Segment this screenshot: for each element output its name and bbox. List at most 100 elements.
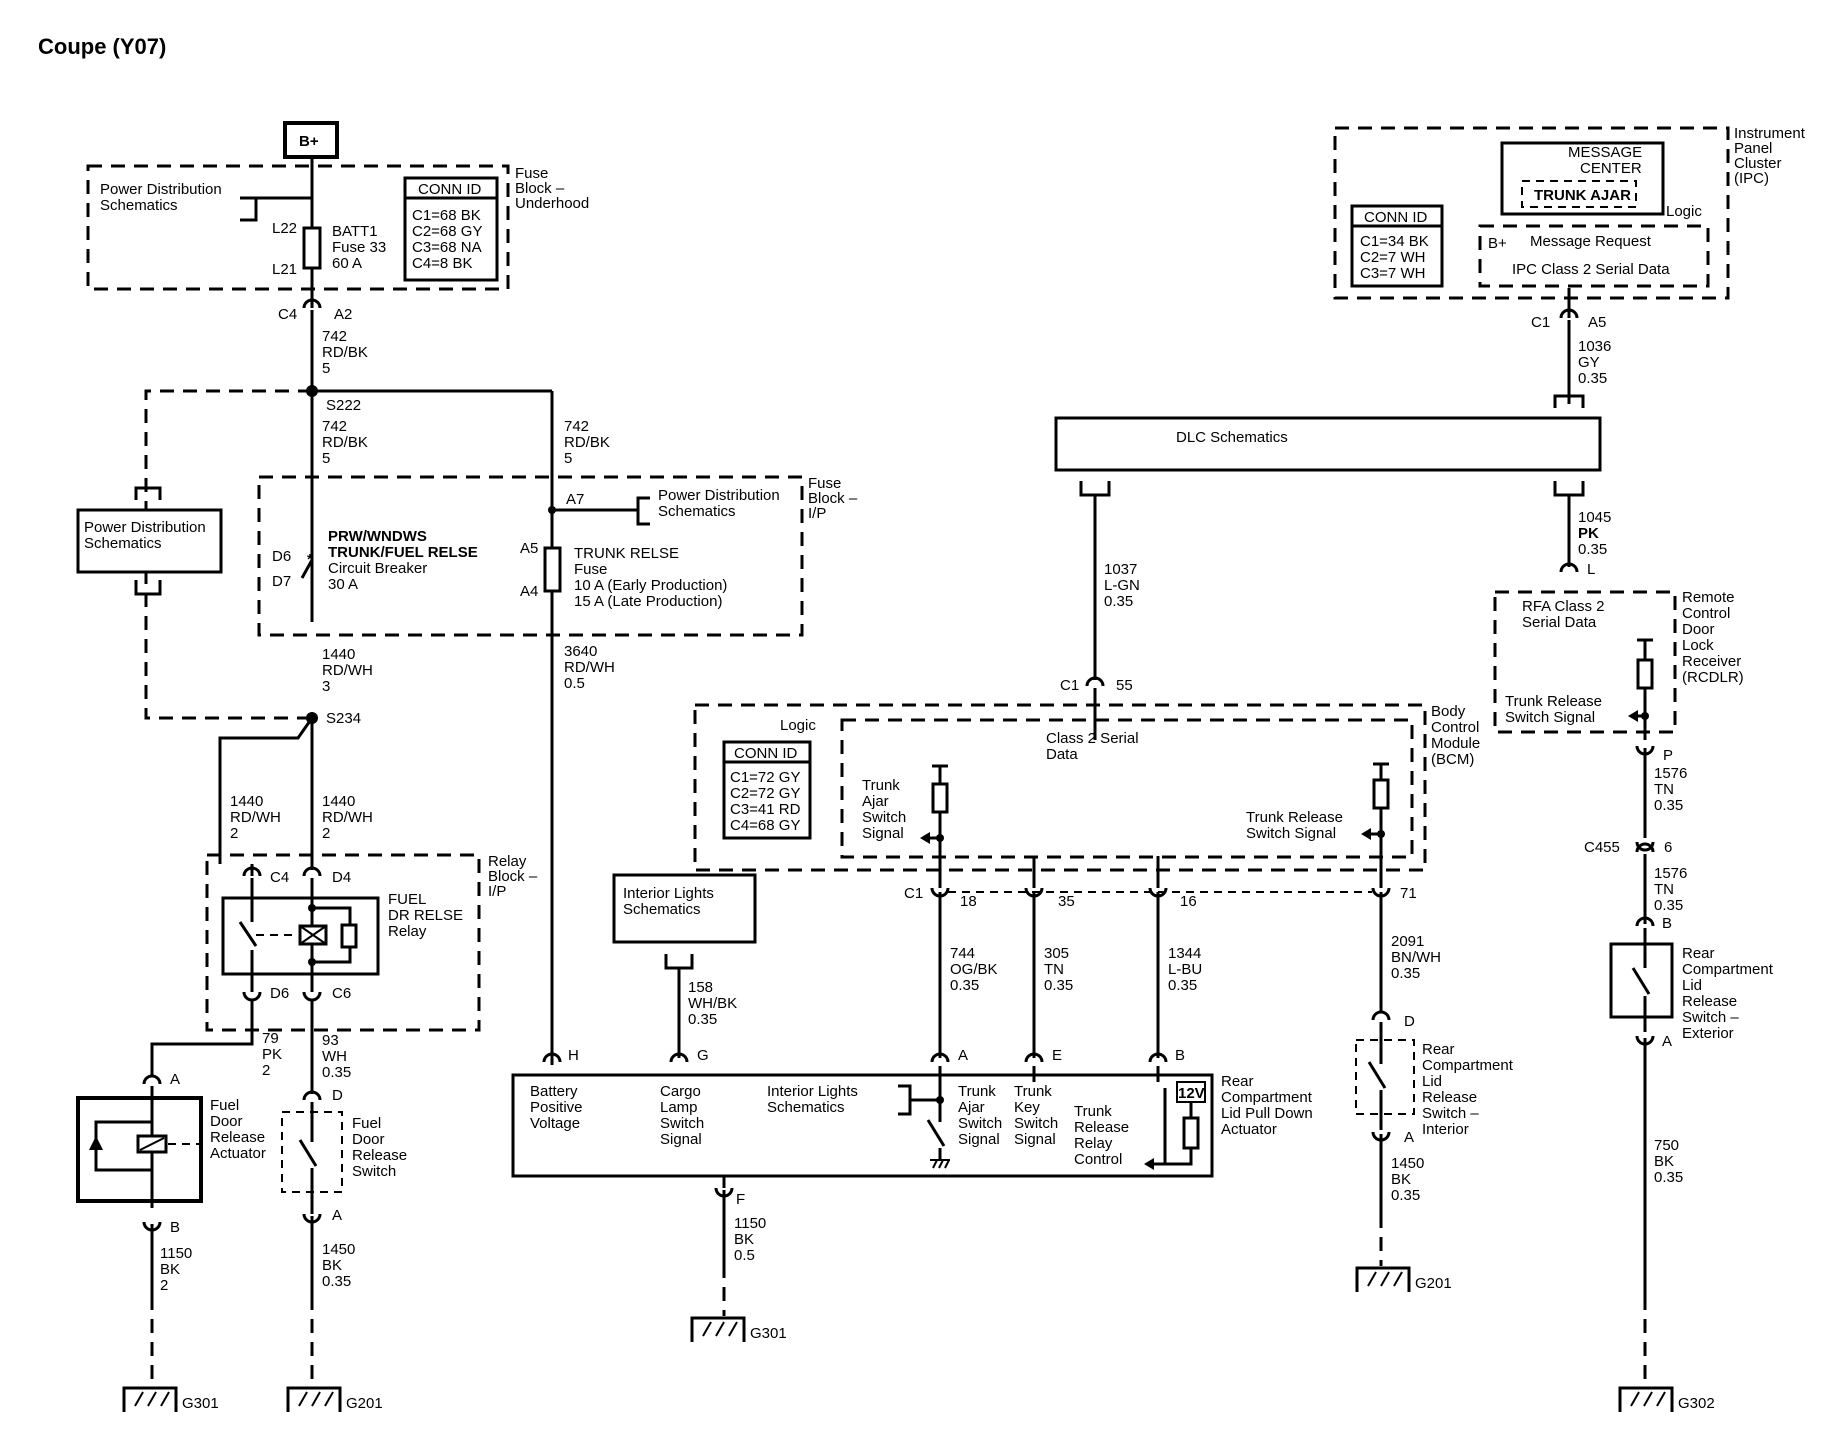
relay-block-label-1: Relay xyxy=(488,853,527,870)
wire-93-1: 93 xyxy=(322,1032,339,1049)
fuse-icon xyxy=(302,226,322,270)
conn-id-bcm xyxy=(722,740,812,840)
bcm-label-3: Module xyxy=(1431,735,1480,752)
wire-1036-2: GY xyxy=(1578,354,1600,371)
relay-name-1: FUEL xyxy=(388,891,426,908)
c455-pin: 6 xyxy=(1664,839,1672,856)
ground-g201a: G201 xyxy=(346,1395,383,1412)
wire-1150a-1: 1150 xyxy=(160,1245,192,1262)
ground-icon-g301b xyxy=(690,1316,746,1342)
wire-1440a-3: 3 xyxy=(322,678,330,695)
wire-750-1: 750 xyxy=(1654,1137,1679,1154)
conn-ipc-c2: C2=7 WH xyxy=(1360,249,1425,266)
wire-1036-3: 0.35 xyxy=(1578,370,1607,387)
bcm-ajar-2: Ajar xyxy=(862,793,889,810)
actuator-release-3: Relay xyxy=(1074,1135,1113,1152)
interior-release-switch xyxy=(1355,1039,1415,1115)
fuel-switch-d-pin: D xyxy=(332,1087,343,1104)
conn-ipc-c1: C1=34 BK xyxy=(1360,233,1429,250)
wire-3640-3: 0.5 xyxy=(564,675,585,692)
wire-1440c-1: 1440 xyxy=(322,793,355,810)
interior-lights-inner-1: Interior Lights xyxy=(767,1083,858,1100)
wire-1440b-3: 2 xyxy=(230,825,238,842)
wire-742b-3: 5 xyxy=(322,450,330,467)
s234-label: S234 xyxy=(326,710,361,727)
wire-305-2: TN xyxy=(1044,961,1064,978)
ajar-resistor-icon xyxy=(931,782,949,814)
power-dist-ip-2: Schematics xyxy=(658,503,736,520)
ipc-bplus: B+ xyxy=(1488,235,1507,252)
message-center-2: CENTER xyxy=(1580,160,1642,177)
actuator-label-1: Fuel xyxy=(210,1097,239,1114)
interior-switch-label-6: Interior xyxy=(1422,1121,1469,1138)
ipc-serial-data: IPC Class 2 Serial Data xyxy=(1512,261,1670,278)
wire-742c-1: 742 xyxy=(564,418,589,435)
conn-id-bcm-title: CONN ID xyxy=(734,745,798,762)
ground-g302: G302 xyxy=(1678,1395,1715,1412)
fuel-switch-label-2: Door xyxy=(352,1131,385,1148)
release-resistor-icon xyxy=(1372,778,1390,810)
conn-underhood-c2: C2=68 GY xyxy=(412,223,482,240)
bcm-c1-bottom: C1 xyxy=(904,885,923,902)
power-dist-left-1: Power Distribution xyxy=(84,519,206,536)
bcm-pin-55: 55 xyxy=(1116,677,1133,694)
relay-name-3: Relay xyxy=(388,923,427,940)
wire-1045-3: 0.35 xyxy=(1578,541,1607,558)
message-request: Message Request xyxy=(1530,233,1652,250)
rcdlr-label-4: Lock xyxy=(1682,637,1714,654)
wire-79-3: 2 xyxy=(262,1062,270,1079)
trunk-fuse-1: TRUNK RELSE xyxy=(574,545,679,562)
trunk-fuse-4: 15 A (Late Production) xyxy=(574,593,722,610)
battery-voltage-2: Positive xyxy=(530,1099,583,1116)
actuator-key-4: Signal xyxy=(1014,1131,1056,1148)
trunk-ajar-text: TRUNK AJAR xyxy=(1534,187,1631,204)
power-dist-left-box xyxy=(76,508,223,574)
interior-switch-label-1: Rear xyxy=(1422,1041,1455,1058)
conn-underhood-c3: C3=68 NA xyxy=(412,239,482,256)
ipc-logic: Logic xyxy=(1666,203,1702,220)
battery-label: B+ xyxy=(299,133,319,150)
wire-1037-3: 0.35 xyxy=(1104,593,1133,610)
wire-742b-1: 742 xyxy=(322,418,347,435)
wire-1450a-3: 0.35 xyxy=(322,1273,351,1290)
ground-g201b: G201 xyxy=(1415,1275,1452,1292)
bcm-ajar-1: Trunk xyxy=(862,777,900,794)
wire-1450b-2: BK xyxy=(1391,1171,1411,1188)
wire-1037-1: 1037 xyxy=(1104,561,1137,578)
fuel-switch-label-1: Fuel xyxy=(352,1115,381,1132)
rcdlr-resistor-icon xyxy=(1636,658,1654,690)
wire-1440a-1: 1440 xyxy=(322,646,355,663)
bcm-ajar-4: Signal xyxy=(862,825,904,842)
wire-2091-2: BN/WH xyxy=(1391,949,1441,966)
breaker-2: TRUNK/FUEL RELSE xyxy=(328,544,478,561)
wire-744-2: OG/BK xyxy=(950,961,998,978)
ipc-label-2: Panel xyxy=(1734,140,1772,157)
dlc-schematics-box xyxy=(1054,416,1602,472)
bcm-label-4: (BCM) xyxy=(1431,751,1474,768)
v12-label: 12V xyxy=(1178,1085,1205,1102)
fuse-block-ip-label-1: Fuse xyxy=(808,475,841,492)
batt1-3: 60 A xyxy=(332,255,362,272)
breaker-1: PRW/WNDWS xyxy=(328,528,427,545)
actuator-key-2: Key xyxy=(1014,1099,1040,1116)
actuator-a-pin: A xyxy=(170,1071,180,1088)
wire-1045-1: 1045 xyxy=(1578,509,1611,526)
interior-switch-label-2: Compartment xyxy=(1422,1057,1514,1074)
wire-744-1: 744 xyxy=(950,945,975,962)
exterior-switch-label-6: Exterior xyxy=(1682,1025,1734,1042)
power-dist-ip-1: Power Distribution xyxy=(658,487,780,504)
actuator-ajar-3: Switch xyxy=(958,1115,1002,1132)
fuel-switch-label-3: Release xyxy=(352,1147,407,1164)
wire-93-3: 0.35 xyxy=(322,1064,351,1081)
interior-lights-top-1: Interior Lights xyxy=(623,885,714,902)
wire-1344-1: 1344 xyxy=(1168,945,1201,962)
exterior-switch-label-1: Rear xyxy=(1682,945,1715,962)
a7-pin: A7 xyxy=(566,491,584,508)
interior-switch-a-pin: A xyxy=(1404,1129,1414,1146)
l21-label: L21 xyxy=(272,261,297,278)
cargo-lamp-4: Signal xyxy=(660,1131,702,1148)
breaker-3: Circuit Breaker xyxy=(328,560,427,577)
a4-pin: A4 xyxy=(520,583,538,600)
wire-1045-2: PK xyxy=(1578,525,1599,542)
wire-1344-3: 0.35 xyxy=(1168,977,1197,994)
